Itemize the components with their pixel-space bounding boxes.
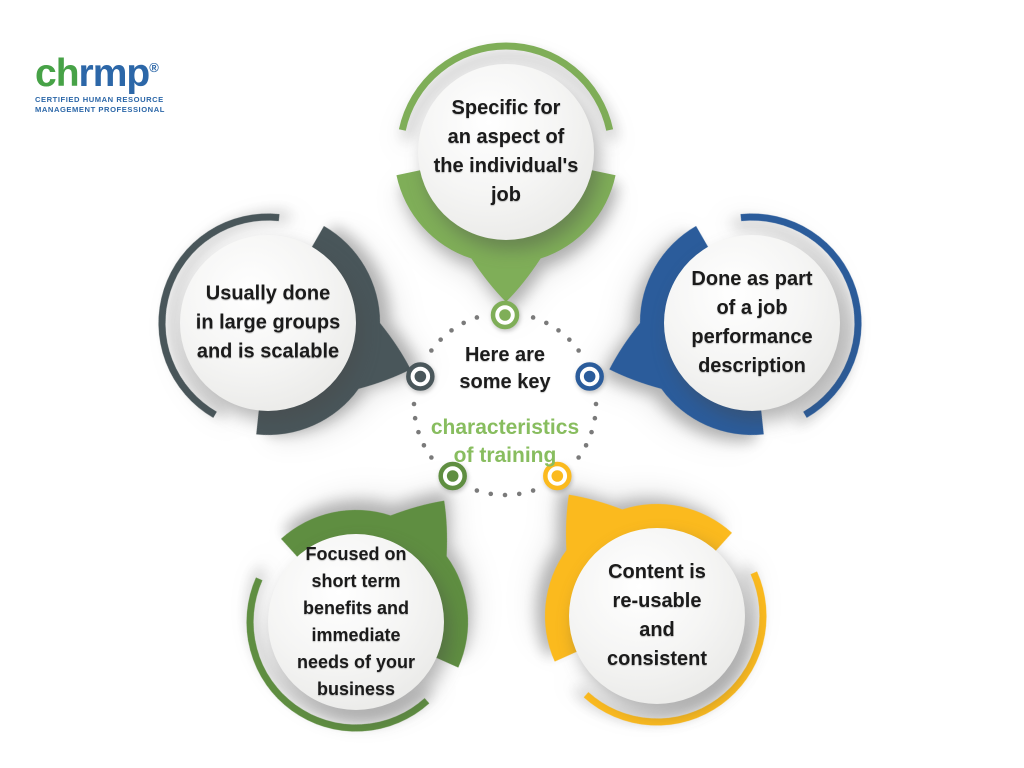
ring-dot — [421, 443, 427, 448]
ring-dot — [429, 455, 434, 460]
bubble-label-job-performance: Done as part of a job performance descri… — [691, 268, 813, 377]
center-heading: Here are some key characteristics of tra… — [405, 324, 605, 488]
ring-dot — [589, 429, 594, 435]
logo-wordmark: chrmp® — [35, 48, 165, 94]
bubble-label-short-term-focus: Focused on short term benefits and immed… — [296, 544, 416, 699]
bubble-reusable-content — [480, 430, 808, 766]
ring-marker-job-performance — [575, 362, 604, 391]
bubble-label-reusable-content: Content is re-usable and consistent — [606, 561, 708, 670]
bubble-label-specific-aspect: Specific for an aspect of the individual… — [433, 97, 579, 206]
bubbles-layer — [133, 46, 886, 768]
ring-dot — [530, 315, 536, 320]
ring-dot — [556, 328, 561, 333]
registered-trademark-icon: ® — [149, 60, 159, 75]
ring-dot — [449, 328, 454, 333]
ring-dot — [502, 492, 508, 498]
ring-marker-large-groups — [406, 362, 435, 391]
ring-dot — [583, 443, 589, 448]
ring-dot — [461, 320, 466, 326]
bubble-label-large-groups: Usually done in large groups and is scal… — [195, 282, 341, 363]
chrmp-logo: chrmp® CERTIFIED HUMAN RESOURCE MANAGEME… — [35, 48, 165, 115]
ring-dot — [567, 337, 572, 342]
ring-marker-specific-aspect — [490, 300, 520, 330]
ring-marker-short-term-focus — [438, 461, 467, 491]
bubble-job-performance — [575, 186, 886, 473]
bubble-face-large-groups — [180, 235, 356, 411]
ring-dot — [593, 401, 599, 407]
bubble-face-job-performance — [664, 235, 840, 411]
ring-dot — [411, 401, 417, 407]
center-dotted-ring — [406, 300, 604, 498]
logo-subtitle: CERTIFIED HUMAN RESOURCE MANAGEMENT PROF… — [35, 95, 165, 114]
ring-dot — [544, 320, 549, 326]
ring-dot — [416, 429, 421, 435]
ring-dot — [488, 491, 494, 497]
ring-marker-reusable-content — [543, 461, 572, 491]
bubble-face-specific-aspect — [418, 64, 594, 240]
ring-dot — [576, 348, 581, 353]
ring-dot — [474, 315, 480, 320]
bubble-face-short-term-focus — [268, 534, 444, 710]
bubble-specific-aspect — [396, 46, 615, 302]
ring-dot — [516, 491, 522, 497]
logo-text-ch: ch — [35, 52, 80, 95]
ring-dot — [530, 488, 536, 493]
ring-dot — [438, 337, 443, 342]
bubble-large-groups — [133, 186, 444, 473]
bubble-face-reusable-content — [569, 528, 745, 704]
logo-text-rmp: rmp — [78, 52, 151, 95]
ring-dot — [429, 348, 434, 353]
bubble-short-term-focus — [205, 436, 533, 768]
ring-dot — [412, 415, 418, 421]
center-heading-black: Here are some key — [459, 344, 551, 393]
ring-dot — [474, 488, 480, 493]
center-heading-green: characteristics of training — [430, 416, 580, 467]
ring-dot — [592, 415, 598, 421]
ring-dot — [576, 455, 581, 460]
